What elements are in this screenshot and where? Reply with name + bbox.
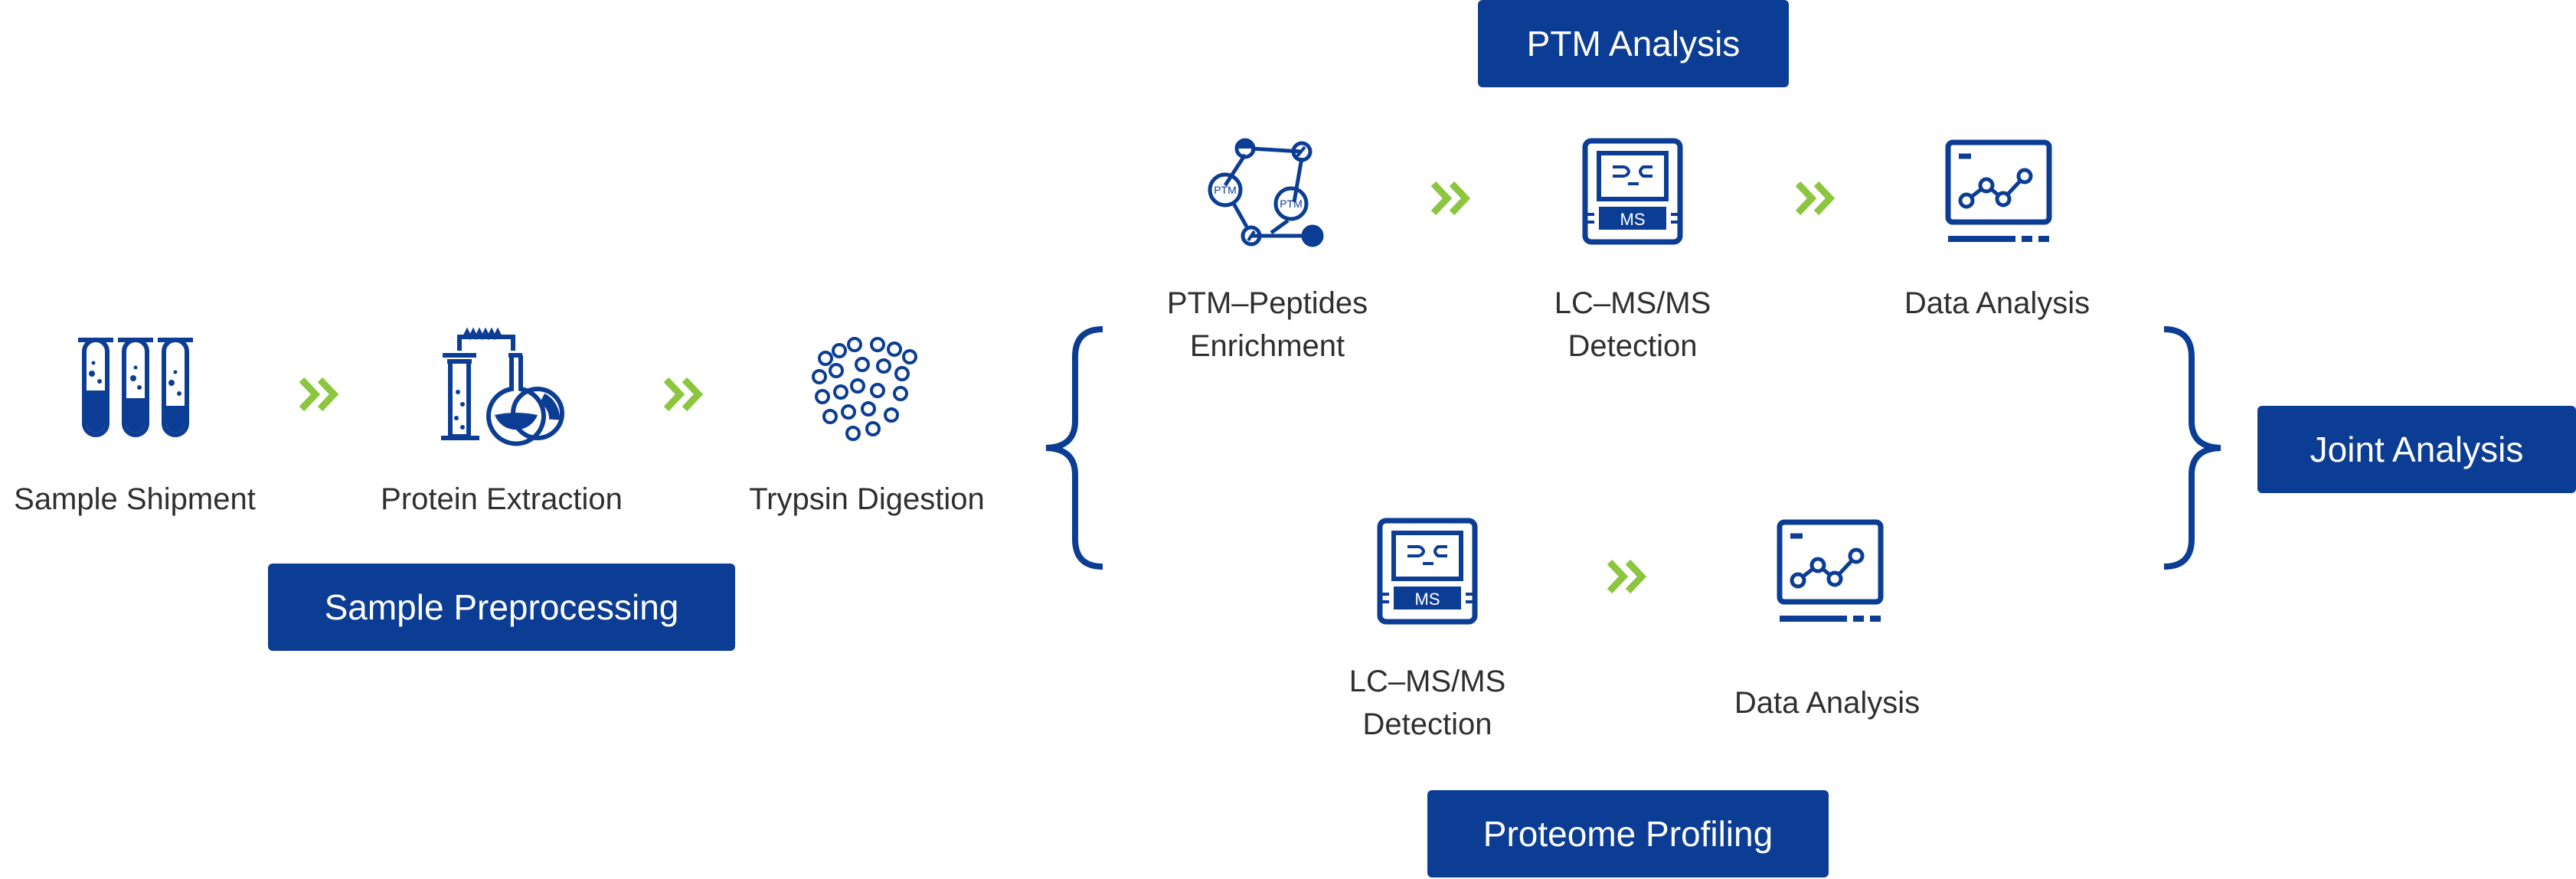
peptide-dots-icon: [812, 337, 919, 441]
group-proteome-profiling: Proteome Profiling: [1427, 790, 1829, 877]
svg-text:MS: MS: [1415, 590, 1440, 609]
step-lcms-top-line1: LC–MS/MS: [1554, 286, 1711, 320]
group-joint-analysis: Joint Analysis: [2257, 406, 2576, 493]
svg-text:PTM: PTM: [1280, 198, 1303, 210]
group-sample-preprocessing: Sample Preprocessing: [268, 564, 735, 651]
step-ptm-peptides-line1: PTM–Peptides: [1166, 286, 1368, 320]
brace-icon: [2156, 326, 2225, 573]
mass-spec-icon: MS: [1377, 518, 1478, 625]
step-data-analysis-bottom: Data Analysis: [1734, 686, 1921, 720]
double-chevron-icon: [299, 375, 342, 413]
double-chevron-icon: [1430, 179, 1473, 217]
double-chevron-icon: [1795, 179, 1838, 217]
double-chevron-icon: [663, 375, 706, 413]
monitor-chart-icon: [1777, 519, 1884, 625]
step-lcms-bottom-line1: LC–MS/MS: [1348, 665, 1506, 698]
svg-text:PTM: PTM: [1214, 184, 1237, 196]
flask-icon: [440, 327, 567, 446]
step-trypsin-digestion: Trypsin Digestion: [749, 482, 985, 516]
ptm-molecule-icon: PTM PTM: [1204, 136, 1328, 251]
monitor-chart-icon: [1945, 139, 2052, 245]
step-lcms-top-line2: Detection: [1568, 329, 1698, 363]
step-sample-shipment: Sample Shipment: [14, 482, 256, 516]
step-ptm-peptides-line2: Enrichment: [1189, 329, 1345, 363]
test-tubes-icon: [77, 335, 198, 443]
step-protein-extraction: Protein Extraction: [381, 482, 623, 516]
brace-icon: [1041, 326, 1110, 573]
mass-spec-icon: MS: [1582, 138, 1683, 245]
step-lcms-bottom-line2: Detection: [1362, 707, 1492, 741]
double-chevron-icon: [1607, 557, 1649, 596]
svg-text:MS: MS: [1620, 210, 1646, 229]
step-data-analysis-top: Data Analysis: [1904, 286, 2091, 320]
group-ptm-analysis: PTM Analysis: [1478, 0, 1789, 87]
